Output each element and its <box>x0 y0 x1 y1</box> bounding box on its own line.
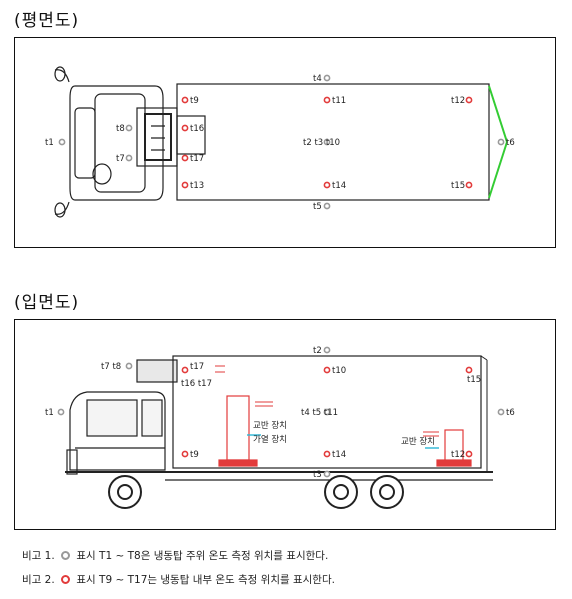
marker-t15 <box>465 181 473 189</box>
inside-marker-icon <box>61 575 71 584</box>
marker-t14 <box>323 181 331 189</box>
label-t7-t8: t7 t8 <box>101 362 121 372</box>
note-2: 비고 2. 표시 T9 ~ T17는 냉동탑 내부 온도 측정 위치를 표시한다… <box>22 572 335 587</box>
note-1-text: 표시 T1 ~ T8은 냉동탑 주위 온도 측정 위치를 표시한다. <box>76 550 329 562</box>
plan-view-drawing: t1 t4 t5 t6 t7 t8 t9 t11 t12 t16 t17 t2 … <box>45 66 515 218</box>
heater-unit <box>218 395 258 467</box>
fan-label: 교반 장치 <box>401 436 435 447</box>
marker-t8 <box>125 124 133 132</box>
outside-markers-elev <box>57 346 505 478</box>
cargo-box-side <box>172 355 482 469</box>
marker-t3 <box>323 138 331 146</box>
label-t17: t17 <box>190 154 204 164</box>
label-t1: t1 <box>45 408 54 418</box>
label-t9: t9 <box>190 450 199 460</box>
label-t6: t6 <box>506 138 515 148</box>
label-t14: t14 <box>332 181 346 191</box>
label-t17: t17 <box>190 362 204 372</box>
label-t6: t6 <box>506 408 515 418</box>
note-1-prefix: 비고 1. <box>22 550 55 562</box>
label-t8: t8 <box>116 124 125 134</box>
outside-markers-plan <box>58 74 505 210</box>
marker-t13 <box>181 181 189 189</box>
cargo-box-plan <box>176 83 490 201</box>
label-t4-t5-t11: t4 t5 t11 <box>301 408 338 418</box>
label-t5: t5 <box>313 202 322 212</box>
fan-heater-label-2: 가열 장치 <box>253 434 287 445</box>
marker-t12 <box>465 96 473 104</box>
label-t10: t10 <box>332 366 346 376</box>
label-t2: t2 <box>313 346 322 356</box>
label-t12: t12 <box>451 96 465 106</box>
marker-t5 <box>323 202 331 210</box>
elevation-view-drawing: t7 t8 t17 t2 t16 t17 t10 t15 t1 t4 t5 t1… <box>45 346 515 509</box>
plan-view-title: (평면도) <box>14 11 80 31</box>
label-t16-t17: t16 t17 <box>181 379 212 389</box>
label-t15: t15 <box>467 375 481 385</box>
label-t7: t7 <box>116 154 125 164</box>
marker-t16 <box>181 124 189 132</box>
label-t16: t16 <box>190 124 204 134</box>
note-2-text: 표시 T9 ~ T17는 냉동탑 내부 온도 측정 위치를 표시한다. <box>76 574 335 586</box>
elevation-view-panel: t7 t8 t17 t2 t16 t17 t10 t15 t1 t4 t5 t1… <box>14 319 556 530</box>
elevation-view-title: (입면도) <box>14 293 80 313</box>
rear-doors-plan <box>488 85 508 199</box>
label-t9: t9 <box>190 96 199 106</box>
marker-t4 <box>323 74 331 82</box>
marker-t9 <box>181 96 189 104</box>
cyan-arrows <box>247 434 439 449</box>
airflow-arrows <box>215 365 439 437</box>
marker-t1 <box>58 138 66 146</box>
marker-t6 <box>497 138 505 146</box>
label-t2-t3-t10: t2 t3 t10 <box>303 138 340 148</box>
fan-heater-label-1: 교반 장치 <box>253 420 287 431</box>
marker-t7 <box>125 154 133 162</box>
truck-cab-plan <box>54 66 206 218</box>
outside-marker-icon <box>61 551 71 560</box>
marker-t11 <box>323 96 331 104</box>
marker-t17 <box>181 154 189 162</box>
label-t4: t4 <box>313 74 322 84</box>
wheels <box>108 475 404 509</box>
label-t13: t13 <box>190 181 204 191</box>
note-1: 비고 1. 표시 T1 ~ T8은 냉동탑 주위 온도 측정 위치를 표시한다. <box>22 548 328 563</box>
inside-markers-elev <box>181 366 473 458</box>
rear-fan-unit <box>436 429 472 467</box>
label-t14: t14 <box>332 450 346 460</box>
plan-view-panel: t1 t4 t5 t6 t7 t8 t9 t11 t12 t16 t17 t2 … <box>14 37 556 248</box>
inside-markers-plan <box>181 96 473 189</box>
label-t15: t15 <box>451 181 465 191</box>
truck-cab-side <box>66 359 178 475</box>
note-2-prefix: 비고 2. <box>22 574 55 586</box>
label-t12: t12 <box>451 450 465 460</box>
label-t1: t1 <box>45 138 54 148</box>
label-t3: t3 <box>313 470 322 480</box>
label-t11: t11 <box>332 96 346 106</box>
